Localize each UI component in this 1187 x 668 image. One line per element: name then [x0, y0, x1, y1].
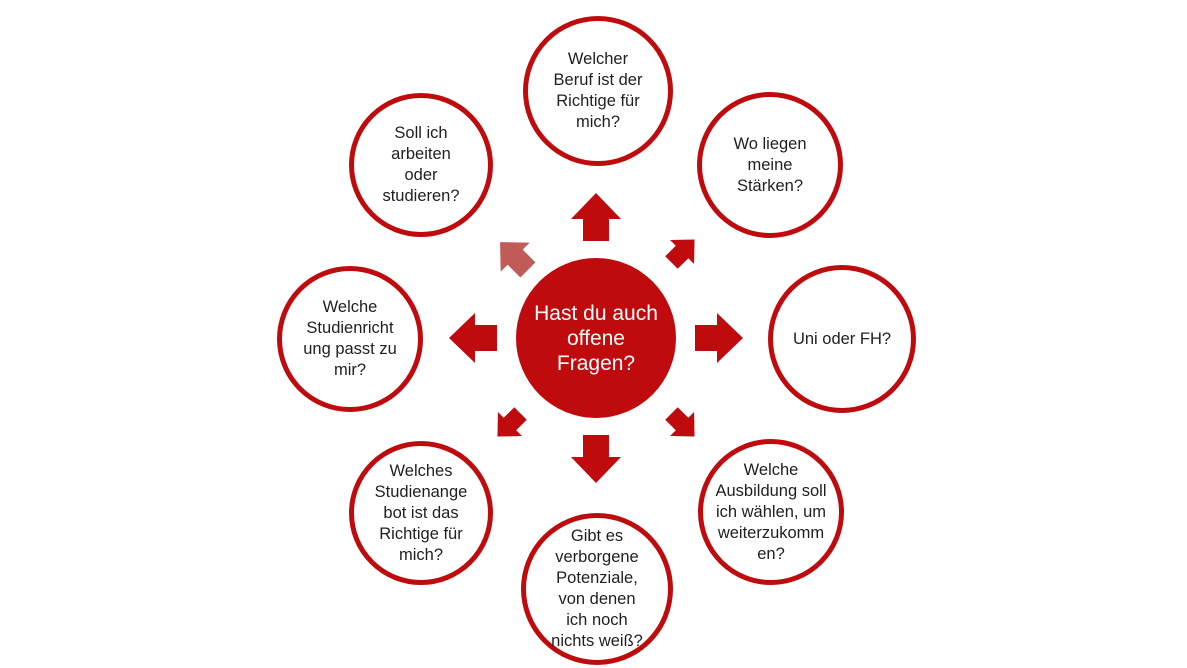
- question-node-bottom: Gibt es verborgene Potenziale, von denen…: [521, 513, 673, 665]
- arrow-up-right-icon: [665, 239, 695, 269]
- question-text: Soll ich arbeiten oder studieren?: [382, 124, 460, 205]
- center-question-text: Hast du auch offene Fragen?: [534, 301, 658, 375]
- arrow-right-icon: [695, 313, 743, 363]
- question-text: Welche Studienricht ung passt zu mir?: [303, 298, 397, 379]
- arrow-down-left-icon: [497, 407, 527, 437]
- question-node-bottom-right: Welche Ausbildung soll ich wählen, um we…: [698, 439, 844, 585]
- center-question-node: Hast du auch offene Fragen?: [516, 258, 676, 418]
- arrow-up-icon: [571, 193, 621, 241]
- question-text: Wo liegen meine Stärken?: [733, 134, 807, 195]
- arrow-down-right-icon: [665, 407, 695, 437]
- question-text: Uni oder FH?: [792, 329, 892, 348]
- question-node-bottom-left: Welches Studienange bot ist das Richtige…: [349, 441, 493, 585]
- question-node-right: Uni oder FH?: [768, 265, 916, 413]
- question-node-top-left: Soll ich arbeiten oder studieren?: [349, 93, 493, 237]
- question-node-top-right: Wo liegen meine Stärken?: [697, 92, 843, 238]
- arrow-down-icon: [571, 435, 621, 483]
- question-text: Welches Studienange bot ist das Richtige…: [374, 461, 468, 564]
- question-node-left: Welche Studienricht ung passt zu mir?: [277, 266, 423, 412]
- question-text: Welche Ausbildung soll ich wählen, um we…: [715, 460, 827, 563]
- question-text: Gibt es verborgene Potenziale, von denen…: [551, 527, 643, 650]
- question-node-top: Welcher Beruf ist der Richtige für mich?: [523, 16, 673, 166]
- arrow-left-icon: [449, 313, 497, 363]
- question-text: Welcher Beruf ist der Richtige für mich?: [553, 50, 643, 131]
- arrow-up-left-muted-icon: [500, 242, 536, 278]
